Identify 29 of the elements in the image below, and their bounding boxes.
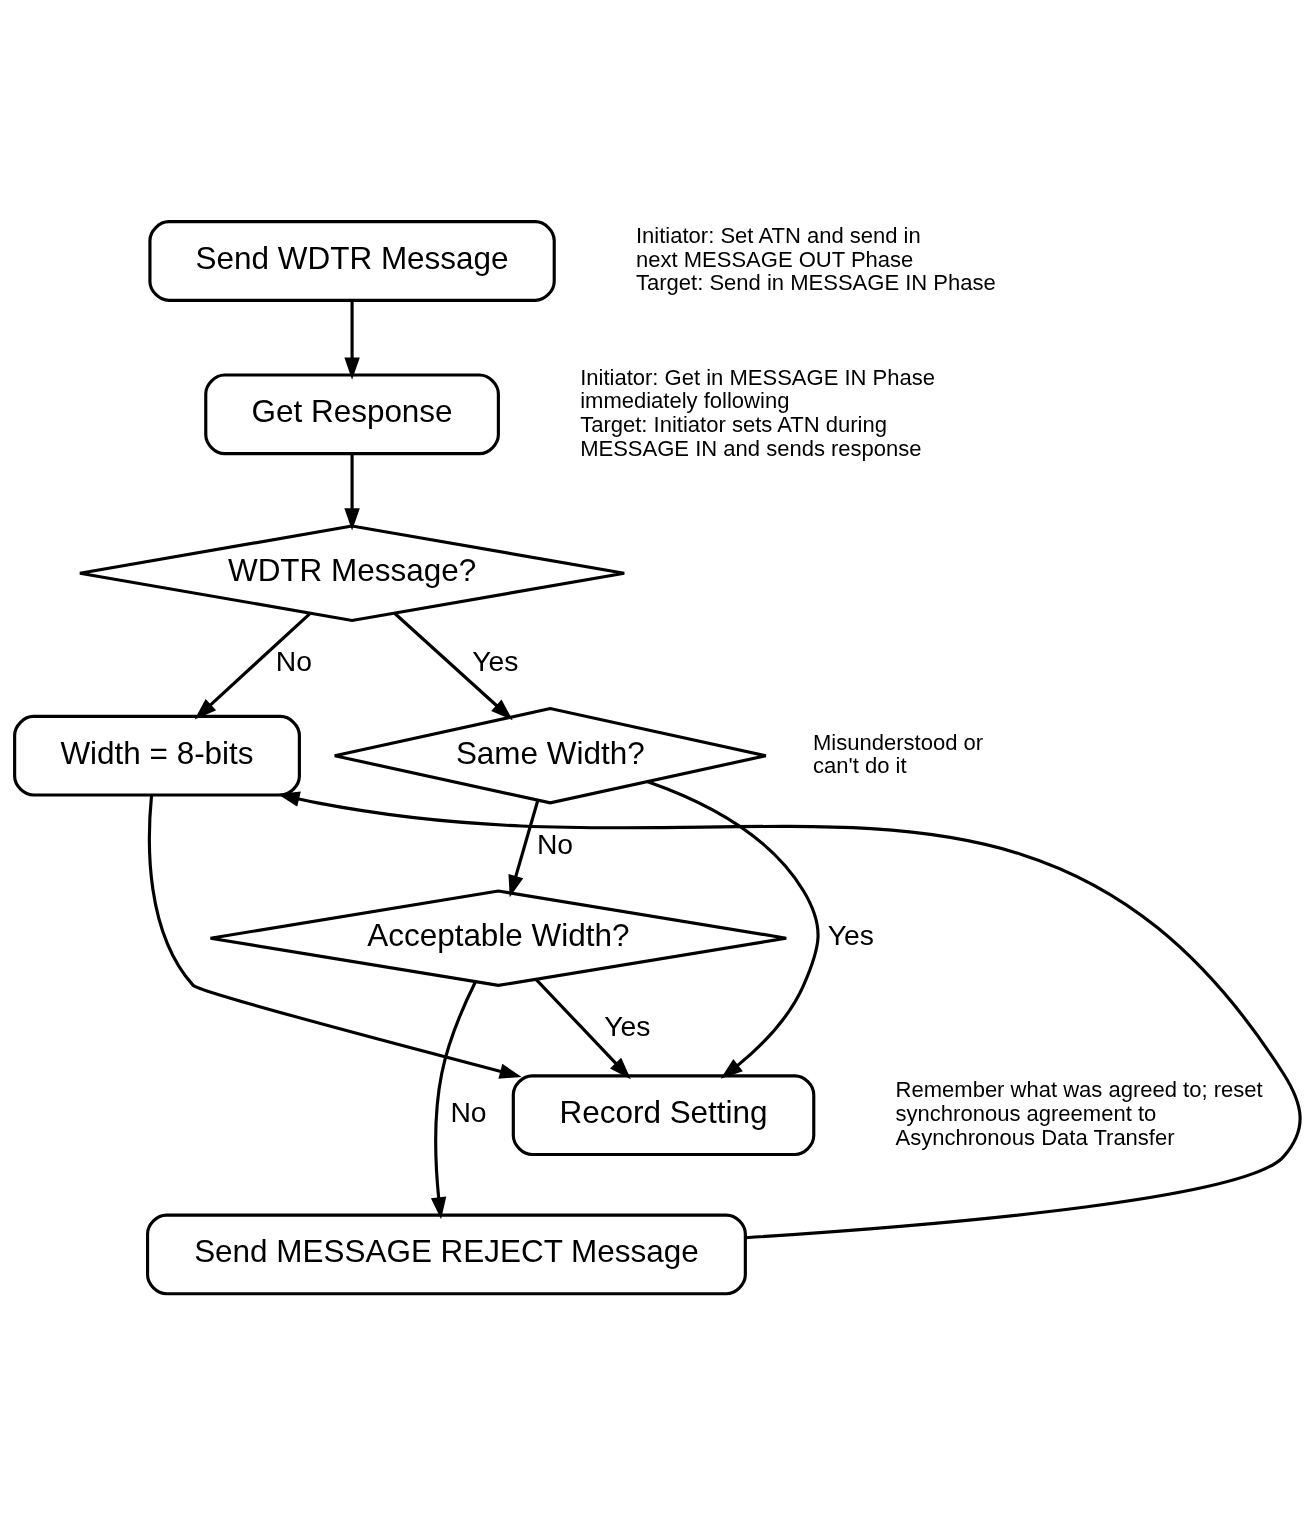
arrow bbox=[277, 791, 1302, 1240]
edge-label: Yes bbox=[827, 919, 874, 952]
node-label: Remember what was agreed to; reset synchronous agreement to Asynchronous Data Transfer bbox=[895, 1077, 1263, 1150]
arrow bbox=[393, 612, 513, 721]
arrow bbox=[535, 978, 631, 1080]
arrow bbox=[344, 300, 360, 380]
node-box: Send WDTR Message bbox=[148, 220, 556, 302]
node-label: Initiator: Get in MESSAGE IN Phase immediately following bbox=[580, 364, 936, 414]
node-box: Width = 8-bits bbox=[13, 714, 301, 797]
arrow bbox=[147, 795, 522, 1079]
edge-label: No bbox=[536, 827, 574, 860]
arrow bbox=[194, 612, 312, 720]
node-box: Get Response bbox=[204, 373, 500, 456]
edge-label: No bbox=[275, 645, 312, 678]
node-label: Target: Send in MESSAGE IN Phase bbox=[636, 270, 996, 296]
arrow bbox=[508, 799, 540, 898]
node-box: Send MESSAGE REJECT Message bbox=[146, 1213, 747, 1296]
arrow bbox=[647, 780, 820, 1079]
node-label: Initiator: Set ATN and send in next MESSAGE OUT Phase bbox=[636, 223, 921, 272]
node-diamond: Acceptable Width? bbox=[208, 889, 788, 987]
arrow bbox=[430, 981, 477, 1220]
edge-label: Yes bbox=[604, 1010, 651, 1043]
node-diamond: Same Width? bbox=[333, 706, 768, 805]
node-diamond: WDTR Message? bbox=[78, 524, 626, 623]
node-box: Record Setting bbox=[511, 1074, 816, 1157]
edge-label: No bbox=[450, 1096, 487, 1129]
edge-label: Yes bbox=[472, 645, 519, 678]
arrow bbox=[344, 454, 360, 531]
label: Misunderstood or can't do it bbox=[812, 729, 984, 779]
